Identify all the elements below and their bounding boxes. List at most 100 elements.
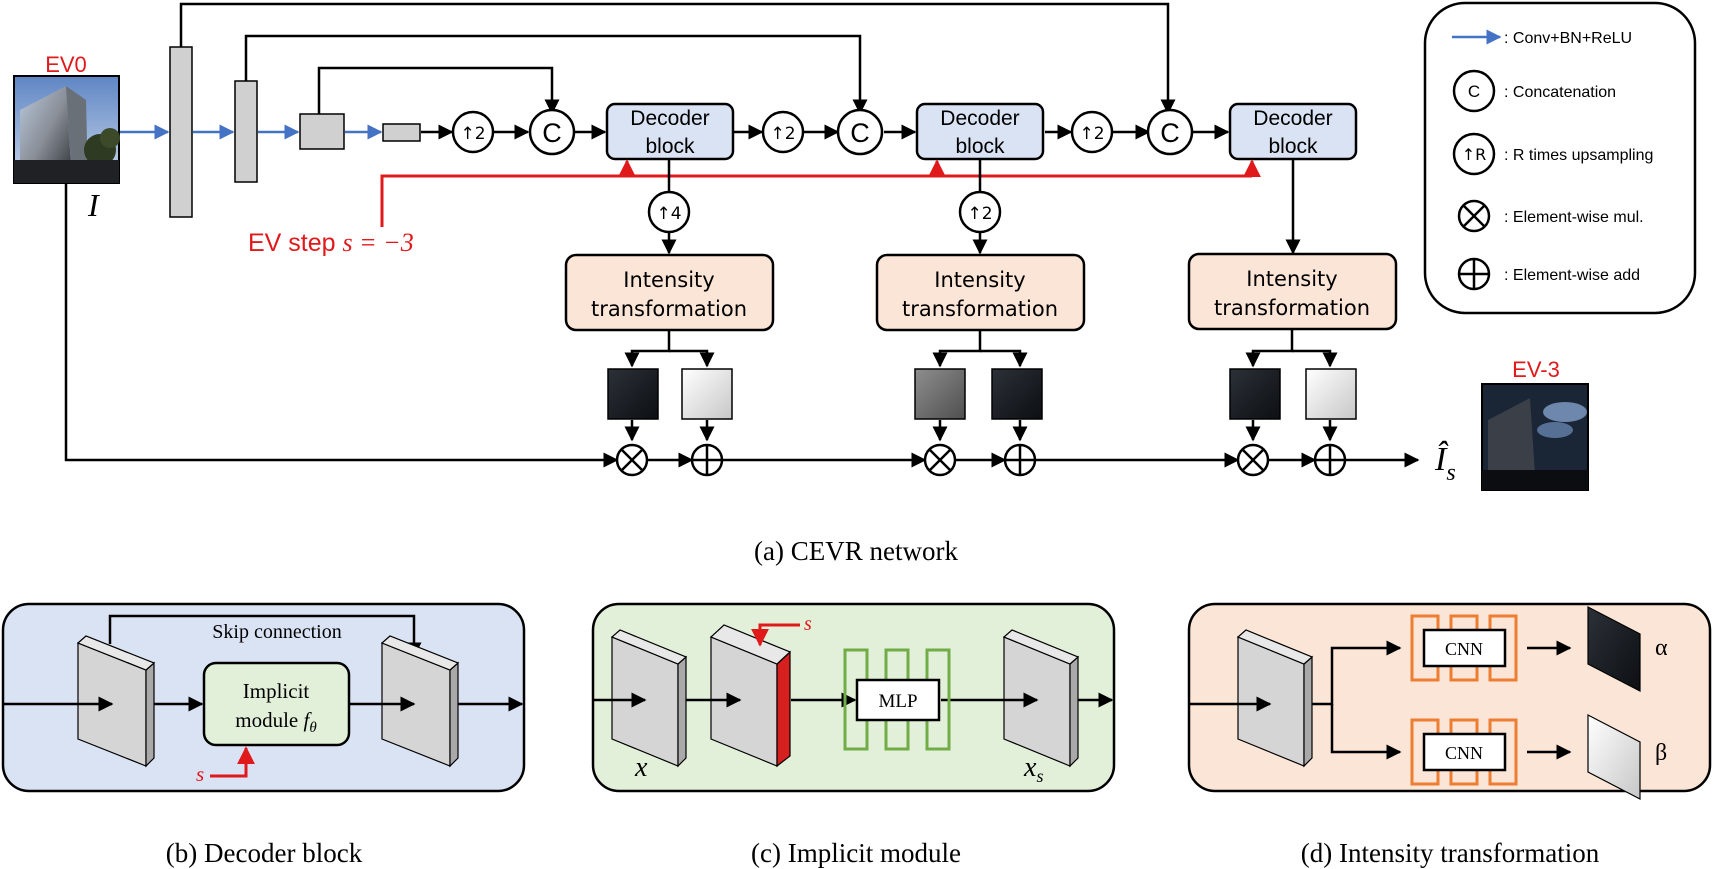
upsample-node: ↑4 [647,190,691,234]
svg-text:block: block [1268,135,1318,158]
cnn-label: CNN [1445,639,1483,659]
output-image [1481,383,1589,491]
residual-path [64,184,1420,468]
beta-map-1 [681,368,733,420]
svg-text:block: block [955,135,1005,158]
intensity-fork-arrows [624,330,1338,368]
legend-item-label: : Element-wise mul. [1504,209,1644,226]
feature-map [610,629,688,768]
feature-map [380,635,460,768]
caption-d: (d) Intensity transformation [1301,838,1600,868]
legend-item-label: : Element-wise add [1504,267,1640,284]
caption-a: (a) CEVR network [754,536,958,566]
svg-text:↑2: ↑2 [1079,124,1104,144]
xs-label: xs [1023,752,1043,786]
element-add-icon [690,443,724,477]
output-symbol: Îs [1434,441,1456,486]
concat-node: C [528,108,576,156]
svg-text:↑R: ↑R [1462,145,1487,164]
cnn-label: CNN [1445,743,1483,763]
panel-implicit-module: s MLP x xs [591,602,1116,793]
svg-text:↑2: ↑2 [460,124,485,144]
alpha-map-3 [1229,368,1281,420]
legend-item-label: : Conv+BN+ReLU [1504,30,1632,47]
implicit-module-box: Implicit module fθ [202,661,351,747]
output-ev-label: EV-3 [1512,357,1560,382]
skip-connections [179,2,1176,115]
map-down-arrows [624,420,1338,442]
svg-text:C: C [1468,82,1480,101]
element-add-icon [1313,443,1347,477]
concat-node: C [836,108,884,156]
feature-map-with-s [709,624,792,768]
svg-text:C: C [1160,118,1180,148]
concatenation-icon: C [1452,69,1496,113]
svg-text:Decoder: Decoder [630,107,709,130]
svg-text:↑2: ↑2 [967,204,992,224]
svg-text:Intensity: Intensity [623,268,714,292]
element-mul-icon [1457,199,1491,233]
intensity-block-2: Intensity transformation [875,253,1086,332]
svg-text:C: C [542,118,562,148]
svg-text:C: C [850,118,870,148]
encoder-feature-1 [169,46,193,218]
x-label: x [634,752,648,783]
caption-b: (b) Decoder block [166,838,363,868]
decoder-block-2: Decoder block [915,102,1045,161]
input-image [13,75,120,184]
svg-text:Implicit: Implicit [243,679,310,703]
input-ev-label: EV0 [45,52,87,77]
element-add-icon [1003,443,1037,477]
upsampling-icon: ↑R [1452,132,1496,176]
mlp-label: MLP [878,691,917,712]
alpha-map-2 [914,368,966,420]
upsample-node: ↑2 [958,190,1002,234]
concat-node: C [1146,108,1194,156]
beta-map-2 [991,368,1043,420]
alpha-label: α [1655,635,1668,661]
encoder-feature-3 [299,113,345,150]
encoder-feature-4 [382,123,421,142]
ev-step-lines [380,159,1261,227]
legend-item-label: : R times upsampling [1504,147,1653,164]
svg-text:module fθ: module fθ [235,708,317,736]
element-mul-icon [923,443,957,477]
svg-text:transformation: transformation [1214,296,1370,320]
svg-text:Intensity: Intensity [1246,267,1337,291]
input-symbol: I [87,187,100,223]
element-mul-icon [615,443,649,477]
svg-text:transformation: transformation [902,297,1058,321]
beta-map-3 [1305,368,1357,420]
upsample-node: ↑2 [1070,110,1114,154]
decoder-to-intensity-arrows [661,160,1301,255]
svg-text:Intensity: Intensity [934,268,1025,292]
alpha-map-1 [607,368,659,420]
decoder-block-3: Decoder block [1228,102,1358,161]
svg-text:↑4: ↑4 [656,204,681,224]
element-mul-icon [1236,443,1270,477]
svg-text:Decoder: Decoder [1253,107,1332,130]
legend: : Conv+BN+ReLU C : Concatenation ↑R : R … [1423,1,1697,315]
upsample-node: ↑2 [451,110,495,154]
svg-text:block: block [645,135,695,158]
svg-text:transformation: transformation [591,297,747,321]
element-add-icon [1457,257,1491,291]
legend-item-label: : Concatenation [1504,84,1616,101]
panel-decoder-block: Skip connection Implicit module fθ s [1,602,526,793]
intensity-block-1: Intensity transformation [564,253,775,332]
s-input-label: s [804,613,812,635]
caption-c: (c) Implicit module [751,838,961,868]
upsample-node: ↑2 [761,110,805,154]
beta-map [1587,714,1641,800]
decoder-block-1: Decoder block [605,102,735,161]
ev-step-label: EV step s = −3 [248,228,414,257]
svg-text:↑2: ↑2 [770,124,795,144]
svg-text:Decoder: Decoder [940,107,1019,130]
encoder-feature-2 [234,80,258,183]
alpha-map [1587,606,1641,692]
beta-label: β [1655,740,1667,766]
s-input-label: s [196,762,204,786]
skip-connection-label: Skip connection [212,621,341,643]
panel-intensity-transformation: CNN CNN α β [1187,602,1712,800]
